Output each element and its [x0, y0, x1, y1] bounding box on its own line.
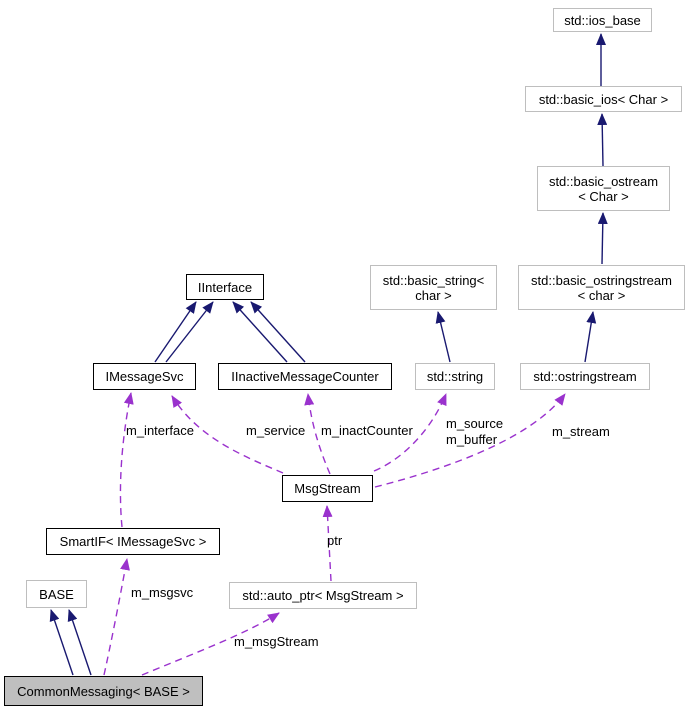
edge-usage-auto_ptr-to-msgstream [322, 505, 333, 582]
node-std-basic_ios[interactable]: std::basic_ios< Char > [525, 86, 682, 112]
edge-inherit-commonmessaging-to-base-2 [67, 609, 92, 676]
edge-label-m_service: m_service [246, 423, 306, 438]
edge-inherit-string-to-basic_string [435, 311, 451, 363]
edge-label-m_stream: m_stream [552, 424, 610, 439]
edge-inherit-basic_ostringstream-to-basic_ostream [597, 212, 608, 265]
node-commonmessaging-current[interactable]: CommonMessaging< BASE > [4, 676, 203, 706]
node-std-basic_ostringstream[interactable]: std::basic_ostringstream < char > [518, 265, 685, 310]
node-msgstream[interactable]: MsgStream [282, 475, 373, 502]
edge-usage-msgstream-to-ostringstream [374, 393, 566, 488]
edge-usage-commonmessaging-to-auto_ptr [141, 612, 280, 676]
edge-label-m_source-m_buffer: m_source m_buffer [446, 416, 504, 447]
edge-usage-smartif-to-imessagesvc [119, 392, 134, 528]
edge-inherit-imessagesvc-to-iinterface-1 [154, 301, 197, 363]
edge-label-m_inactCounter: m_inactCounter [321, 423, 413, 438]
edge-usage-msgstream-to-iinactivemessagecounter [304, 393, 331, 475]
edge-inherit-basic_ostream-to-basic_ios [597, 113, 608, 167]
edge-inherit-iinactivemessagecounter-to-iinterface-2 [250, 301, 306, 363]
node-iinterface[interactable]: IInterface [186, 274, 264, 300]
edge-label-ptr: ptr [327, 533, 343, 548]
edge-label-m_msgStream: m_msgStream [234, 634, 319, 649]
node-iinactivemessagecounter[interactable]: IInactiveMessageCounter [218, 363, 392, 390]
node-std-ios_base[interactable]: std::ios_base [553, 8, 652, 32]
node-base[interactable]: BASE [26, 580, 87, 608]
edge-usage-msgstream-to-imessagesvc [171, 395, 284, 474]
node-imessagesvc[interactable]: IMessageSvc [93, 363, 196, 390]
node-std-basic_ostream[interactable]: std::basic_ostream < Char > [537, 166, 670, 211]
node-std-ostringstream[interactable]: std::ostringstream [520, 363, 650, 390]
edge-inherit-ostringstream-to-basic_ostringstream [584, 311, 597, 363]
node-std-string[interactable]: std::string [415, 363, 495, 390]
edge-usage-commonmessaging-to-smartif [103, 558, 130, 676]
edge-usage-msgstream-to-string [373, 393, 447, 472]
edge-label-m_interface: m_interface [126, 423, 194, 438]
edge-inherit-iinactivemessagecounter-to-iinterface-1 [232, 301, 288, 363]
edge-inherit-commonmessaging-to-base-1 [49, 609, 74, 676]
edge-inherit-imessagesvc-to-iinterface-2 [165, 301, 214, 363]
node-std-basic_string[interactable]: std::basic_string< char > [370, 265, 497, 310]
node-std-auto_ptr[interactable]: std::auto_ptr< MsgStream > [229, 582, 417, 609]
edge-label-m_msgsvc: m_msgsvc [131, 585, 194, 600]
node-smartif[interactable]: SmartIF< IMessageSvc > [46, 528, 220, 555]
